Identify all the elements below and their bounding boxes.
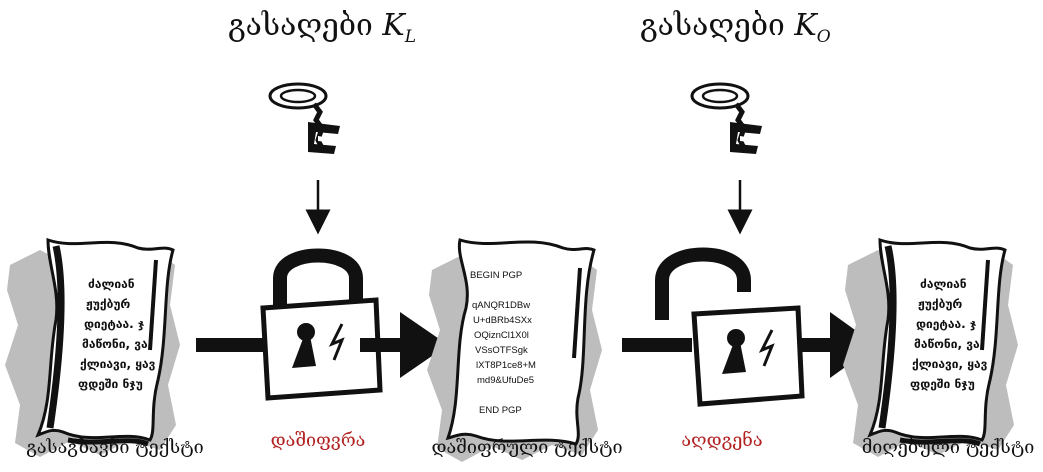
received-line: ფდეში ნჯუ xyxy=(910,377,975,391)
ciphertext-line: VSsOTFSgk xyxy=(475,345,528,356)
flow-arrow-3 xyxy=(622,338,692,352)
received-line: ჟუქბურ xyxy=(918,297,962,311)
key-left-prefix: გასაღები xyxy=(228,8,373,43)
key-left-subscript: L xyxy=(404,27,417,47)
key-left-symbol: K xyxy=(382,8,405,43)
plaintext-page: ძალიან ჟუქბურ დიეტაა. ჯ მაწონი, ვა ქლიავი, ყ… xyxy=(36,238,175,447)
key-left-icon xyxy=(270,84,340,154)
ciphertext-line: BEGIN PGP xyxy=(470,270,522,281)
key-right-subscript: O xyxy=(816,27,831,47)
decryption-caption: აღდგენა xyxy=(681,430,763,451)
ciphertext-page: BEGIN PGP qANQR1DBwU+dBRb4SXxOQiznCl1X0lV… xyxy=(445,238,596,446)
flow-arrow-2 xyxy=(360,312,448,378)
ciphertext-line: md9&UfuDe5 xyxy=(477,375,534,386)
open-lock-icon xyxy=(655,247,805,407)
key-right-icon xyxy=(692,84,762,154)
received-page: ძალიან ჟუქბურ დიეტაა. ჯ მაწონი, ვა ქლიავი, ყ… xyxy=(868,238,1007,447)
ciphertext-caption: დაშიფრული ტექსტი xyxy=(431,437,623,458)
plaintext-line: ქლიავი, ყავ xyxy=(80,357,156,371)
received-line: ძალიან xyxy=(920,277,967,291)
plaintext-caption: გასაგზავნი ტექსტი xyxy=(26,437,204,458)
key-right-symbol: K xyxy=(794,8,817,43)
ciphertext-line: END PGP xyxy=(479,405,522,416)
ciphertext-line: qANQR1DBw xyxy=(472,300,530,311)
received-caption: მიღებული ტექსტი xyxy=(861,437,1035,458)
ciphertext-line: U+dBRb4SXx xyxy=(473,315,532,326)
ciphertext-line: lXT8P1ce8+M xyxy=(476,360,536,371)
key-left-label: გასაღები KL xyxy=(228,8,416,47)
plaintext-line: ჟუქბურ xyxy=(86,297,130,311)
received-line: მაწონი, ვა xyxy=(914,337,980,351)
flow-arrow-1 xyxy=(196,338,274,352)
received-line: დიეტაა. ჯ xyxy=(916,317,977,331)
plaintext-line: მაწონი, ვა xyxy=(82,337,148,351)
encryption-caption: დაშიფვრა xyxy=(270,430,366,451)
key-right-label: გასაღები KO xyxy=(640,8,831,47)
plaintext-line: ფდეში ნჯუ xyxy=(78,377,143,391)
plaintext-line: დიეტაა. ჯ xyxy=(84,317,145,331)
closed-lock-icon xyxy=(260,248,383,401)
key-right-prefix: გასაღები xyxy=(640,8,785,43)
received-line: ქლიავი, ყავ xyxy=(912,357,988,371)
ciphertext-line: OQiznCl1X0l xyxy=(474,330,529,341)
plaintext-line: ძალიან xyxy=(88,277,135,291)
